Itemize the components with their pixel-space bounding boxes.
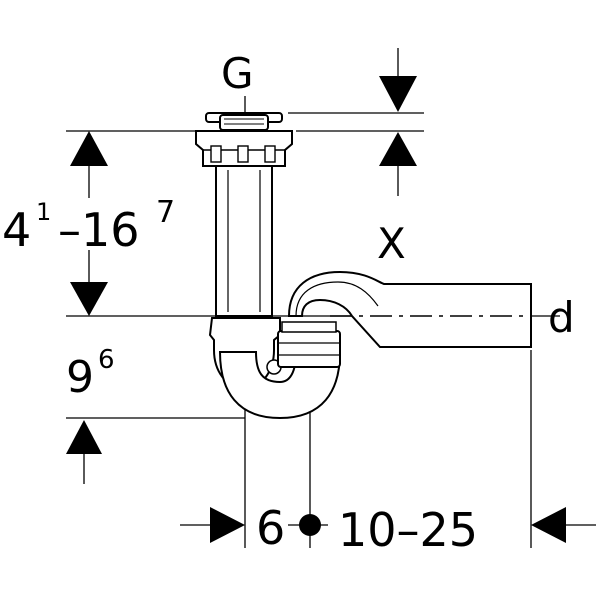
trap-depth-sup: 6: [98, 345, 115, 375]
outlet-diameter-label: d: [548, 293, 575, 342]
height-range-sup2: 7: [156, 195, 175, 230]
arrow-up-left-top: [70, 131, 108, 166]
offset-label: X: [377, 219, 406, 268]
arrow-down-left: [70, 282, 108, 316]
arrow-right-bottom: [210, 507, 245, 543]
height-range-dash: –16: [58, 203, 140, 257]
height-range-main: 4: [2, 203, 31, 257]
trap-depth-main: 9: [66, 352, 94, 403]
height-range-sup1: 1: [36, 198, 51, 226]
siphon-body: [195, 112, 532, 420]
thread-label: G: [221, 49, 254, 98]
arrow-up-trap: [66, 420, 102, 454]
arrow-left-bottom: [531, 507, 566, 543]
dimension-dot: [299, 514, 321, 536]
dip-tube: [215, 165, 273, 317]
dist-left-label: 6: [256, 501, 285, 555]
dist-right-label: 10–25: [338, 503, 478, 557]
outlet-nut: [277, 330, 341, 368]
arrow-down-x: [379, 76, 417, 112]
arrowheads: [66, 76, 566, 543]
arrow-up-x: [379, 132, 417, 166]
plug-grate: [219, 114, 269, 131]
